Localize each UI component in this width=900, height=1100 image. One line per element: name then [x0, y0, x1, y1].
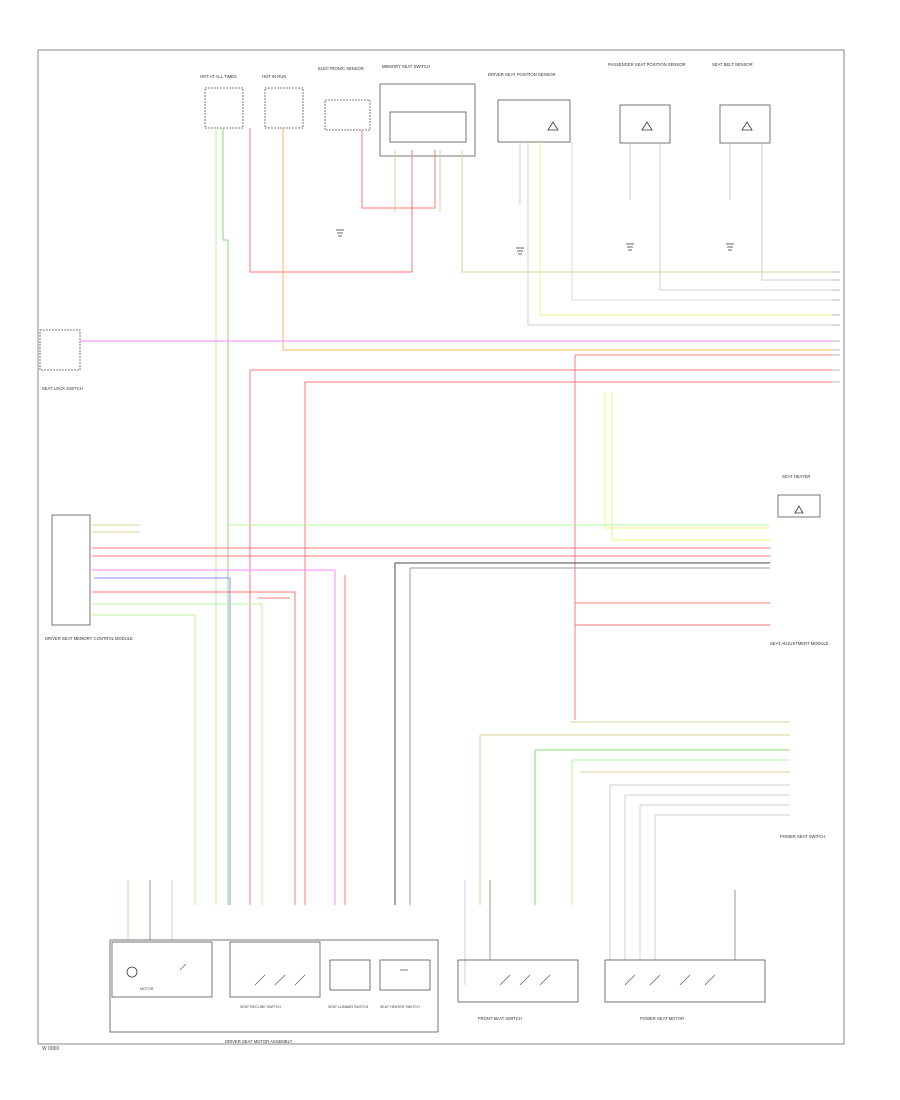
wire-gray-r2	[659, 143, 832, 291]
wire-green-2	[222, 128, 229, 905]
ground-module-label: ELECTRONIC SENSOR	[318, 66, 364, 71]
rear-sensor-label: SEAT BELT SENSOR	[712, 62, 753, 67]
motor-symbol	[126, 966, 138, 978]
wire-yellow-2	[604, 392, 770, 529]
front-sensor-right-label: PASSENGER SEAT POSITION SENSOR	[608, 62, 686, 67]
sensor-triangle-1	[547, 121, 559, 131]
wire-red-l3	[92, 591, 296, 905]
rear-sensor	[719, 104, 771, 144]
left-switch-label: SEAT LOCK SWITCH	[42, 386, 83, 391]
wire-red-2	[361, 130, 436, 209]
right-edge-stubs	[832, 271, 840, 383]
wire-yellow-3	[611, 392, 770, 541]
bottom-mod-1-label: MOTOR	[140, 987, 154, 991]
fuse-block-2	[264, 87, 304, 129]
right-module-label: SEAT ADJUSTMENT MODULE	[770, 641, 829, 646]
diagram-frame	[37, 49, 845, 1045]
bottom-mod-2-label: SEAT RECLINE SWITCH	[240, 1005, 281, 1009]
wire-blue-l1	[94, 577, 231, 905]
wire-olive-3	[461, 150, 832, 273]
ground-module	[324, 99, 371, 131]
bottom-components: MOTOR SEAT RECLINE SWITCH SEAT LUMBAR SW…	[109, 939, 766, 1044]
left-switch-box	[39, 329, 81, 371]
bottom-mod-2-box	[229, 941, 321, 998]
wires	[80, 128, 832, 985]
fuse-block-1-label: HOT AT ALL TIMES	[200, 74, 237, 79]
wire-green-l3	[92, 614, 196, 905]
bottom-mod-4-box	[379, 959, 431, 991]
rear-right-box	[604, 959, 766, 1003]
top-components: HOT AT ALL TIMES HOT IN RUN ELECTRONIC S…	[200, 62, 771, 157]
front-sensor-right	[619, 104, 671, 144]
front-sensor-left-label: DRIVER SEAT POSITION SENSOR	[488, 72, 556, 77]
bottom-assembly-caption: DRIVER SEAT MOTOR ASSEMBLY	[225, 1039, 293, 1044]
sensor-triangle-2	[641, 121, 653, 131]
bottom-mod-3-box	[329, 959, 371, 991]
left-module-box	[51, 514, 91, 626]
wire-gray-2	[527, 142, 832, 326]
front-sensor-left	[497, 99, 571, 143]
fuse-block-1	[204, 87, 244, 129]
left-module-label: DRIVER SEAT MEMORY CONTROL MODULE	[45, 636, 133, 641]
memory-switch	[379, 83, 476, 157]
rear-left-caption: FRONT SEAT SWITCH	[478, 1016, 522, 1021]
wire-green-l2	[92, 603, 263, 905]
wire-gray-r4	[761, 143, 832, 281]
rear-right-caption: POWER SEAT MOTOR	[640, 1016, 684, 1021]
page-id: W 0000	[42, 1046, 59, 1052]
bottom-assembly-box	[109, 939, 439, 1033]
bottom-mod-1-box	[111, 941, 213, 998]
wire-yellow-1	[539, 142, 832, 316]
rear-left-box	[457, 959, 579, 1003]
sensor-triangle-3	[741, 121, 753, 131]
right-connector-label: SEAT HEATER	[782, 474, 810, 479]
right-lower-label: POWER SEAT SWITCH	[780, 834, 825, 839]
fuse-block-2-label: HOT IN RUN	[262, 74, 286, 79]
left-components: SEAT LOCK SWITCH DRIVER SEAT MEMORY CONT…	[39, 329, 133, 641]
bottom-mod-4-label: SEAT HEATER SWITCH	[380, 1005, 420, 1009]
wire-lightgray-3	[571, 142, 832, 301]
bottom-mod-3-label: SEAT LUMBAR SWITCH	[328, 1005, 369, 1009]
right-components: SEAT HEATER SEAT ADJUSTMENT MODULE POWER…	[770, 474, 829, 839]
right-connector-box	[777, 494, 821, 518]
memory-switch-inner	[389, 111, 467, 143]
wire-red-loop	[249, 128, 413, 273]
wire-pink-l1	[92, 569, 336, 905]
right-connector-triangle	[794, 505, 804, 514]
ground-symbols	[336, 229, 734, 255]
switch-contacts	[179, 963, 716, 986]
memory-switch-label: MEMORY SEAT SWITCH	[382, 64, 430, 69]
